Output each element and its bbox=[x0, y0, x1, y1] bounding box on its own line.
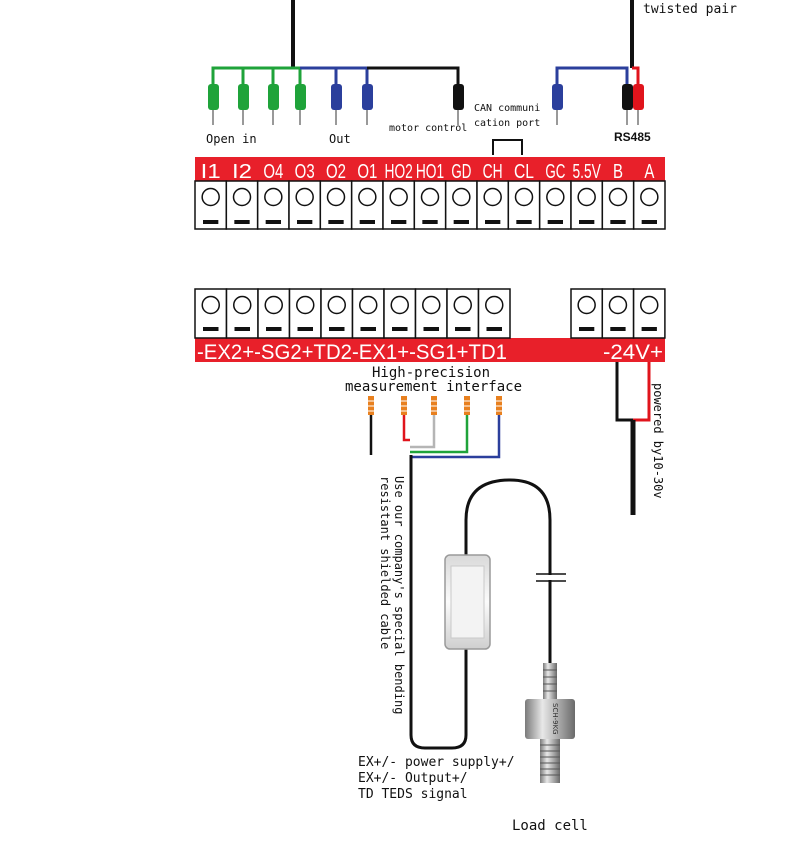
terminal-screw[interactable] bbox=[257, 288, 291, 339]
terminal-screw[interactable] bbox=[320, 288, 354, 339]
legend-line-3: TD TEDS signal bbox=[358, 787, 468, 802]
out-label: Out bbox=[329, 132, 351, 146]
cable-note-line2: resistant shielded cable bbox=[378, 476, 392, 649]
terminal-screw[interactable] bbox=[507, 180, 541, 230]
top-terminal-label: GC bbox=[545, 161, 565, 183]
terminal-screw[interactable] bbox=[446, 288, 480, 339]
terminal-screw[interactable] bbox=[194, 288, 228, 339]
terminal-screw[interactable] bbox=[601, 288, 635, 339]
motor-control-label: motor control bbox=[389, 123, 467, 134]
terminal-screw[interactable] bbox=[256, 180, 290, 230]
top-terminal-label: HO2 bbox=[385, 161, 413, 183]
terminal-screw[interactable] bbox=[351, 288, 385, 339]
top-terminal-label: B bbox=[613, 161, 623, 183]
terminal-screw[interactable] bbox=[382, 180, 416, 230]
top-terminal-label: O4 bbox=[263, 161, 283, 183]
ferrule-blue bbox=[331, 84, 342, 125]
top-terminal-label: O2 bbox=[326, 161, 346, 183]
pin-orange bbox=[431, 396, 437, 415]
top-terminal-label: A bbox=[644, 161, 654, 183]
top-terminal-label: GD bbox=[451, 161, 471, 183]
ferrule-green bbox=[208, 84, 219, 125]
terminal-screw[interactable] bbox=[477, 288, 511, 339]
top-terminal-bar bbox=[195, 157, 665, 181]
terminal-screw[interactable] bbox=[194, 180, 228, 230]
terminal-screw[interactable] bbox=[570, 180, 604, 230]
terminal-screw[interactable] bbox=[538, 180, 572, 230]
terminal-screw[interactable] bbox=[476, 180, 510, 230]
power-wires bbox=[615, 362, 651, 515]
terminal-screw[interactable] bbox=[632, 288, 666, 339]
terminal-screw[interactable] bbox=[319, 180, 353, 230]
top-terminal-label: I1 bbox=[201, 161, 221, 183]
rs485-label: RS485 bbox=[614, 130, 651, 144]
cable-note-line1: Use our company's special bending bbox=[392, 476, 406, 714]
pin-orange bbox=[368, 396, 374, 415]
can-port-label-line1: CAN communi bbox=[474, 103, 540, 114]
high-precision-label-line1: High-precision bbox=[372, 365, 490, 381]
top-terminal-label: CL bbox=[514, 161, 534, 183]
terminal-screw[interactable] bbox=[288, 288, 322, 339]
can-port-label-line2: cation port bbox=[474, 118, 540, 129]
top-terminal-label: O1 bbox=[357, 161, 377, 183]
pin-orange bbox=[464, 396, 470, 415]
top-ferrules bbox=[208, 84, 644, 125]
terminal-screw[interactable] bbox=[350, 180, 384, 230]
terminal-screw[interactable] bbox=[601, 180, 635, 230]
bottom-terminal-label-24v: -24V+ bbox=[603, 341, 663, 364]
terminal-screw[interactable] bbox=[570, 288, 604, 339]
terminal-screw[interactable] bbox=[444, 180, 478, 230]
top-wiring bbox=[211, 0, 640, 155]
ferrule-blue bbox=[552, 84, 563, 125]
terminal-screw[interactable] bbox=[288, 180, 322, 230]
high-precision-label-line2: measurement interface bbox=[345, 379, 522, 395]
pin-orange bbox=[496, 396, 502, 415]
legend-line-1: EX+/- power supply+/ bbox=[358, 755, 515, 770]
load-cell-label: Load cell bbox=[512, 818, 588, 834]
bottom-terminal-label-sg-group: -EX2+-SG2+TD2-EX1+-SG1+TD1 bbox=[197, 341, 507, 364]
top-terminal-label: HO1 bbox=[416, 161, 444, 183]
open-in-label: Open in bbox=[206, 132, 257, 146]
terminal-screw[interactable] bbox=[225, 288, 259, 339]
terminal-screw[interactable] bbox=[413, 180, 447, 230]
legend-line-2: EX+/- Output+/ bbox=[358, 771, 468, 786]
sensor-marking: SCH-9KG bbox=[551, 703, 559, 735]
top-terminal-label: 5.5V bbox=[573, 161, 602, 183]
ferrule-green bbox=[295, 84, 306, 125]
bottom-terminal-strip: -EX2+-SG2+TD2-EX1+-SG1+TD1 -24V+ bbox=[194, 288, 666, 364]
load-cell: SCH-9KG bbox=[525, 663, 575, 783]
powered-label: powered by10-30v bbox=[651, 383, 665, 499]
sensor-wiring bbox=[369, 413, 566, 750]
terminal-screw[interactable] bbox=[383, 288, 417, 339]
top-terminal-label: O3 bbox=[295, 161, 315, 183]
cable-module bbox=[444, 554, 491, 650]
pin-orange bbox=[401, 396, 407, 415]
ferrule-blue bbox=[362, 84, 373, 125]
bottom-terminal-bar bbox=[195, 338, 665, 362]
ferrule-black bbox=[453, 84, 464, 125]
ferrule-green bbox=[238, 84, 249, 125]
twisted-pair-label: twisted pair bbox=[643, 2, 737, 17]
ferrule-green bbox=[268, 84, 279, 125]
ferrule-black bbox=[622, 84, 633, 125]
terminal-screw[interactable] bbox=[632, 180, 666, 230]
terminal-screw[interactable] bbox=[225, 180, 259, 230]
top-terminal-label: I2 bbox=[232, 161, 252, 183]
ferrule-red bbox=[633, 84, 644, 125]
terminal-screw[interactable] bbox=[414, 288, 448, 339]
top-terminal-label: CH bbox=[483, 161, 503, 183]
sensor-ferrules bbox=[368, 396, 502, 415]
